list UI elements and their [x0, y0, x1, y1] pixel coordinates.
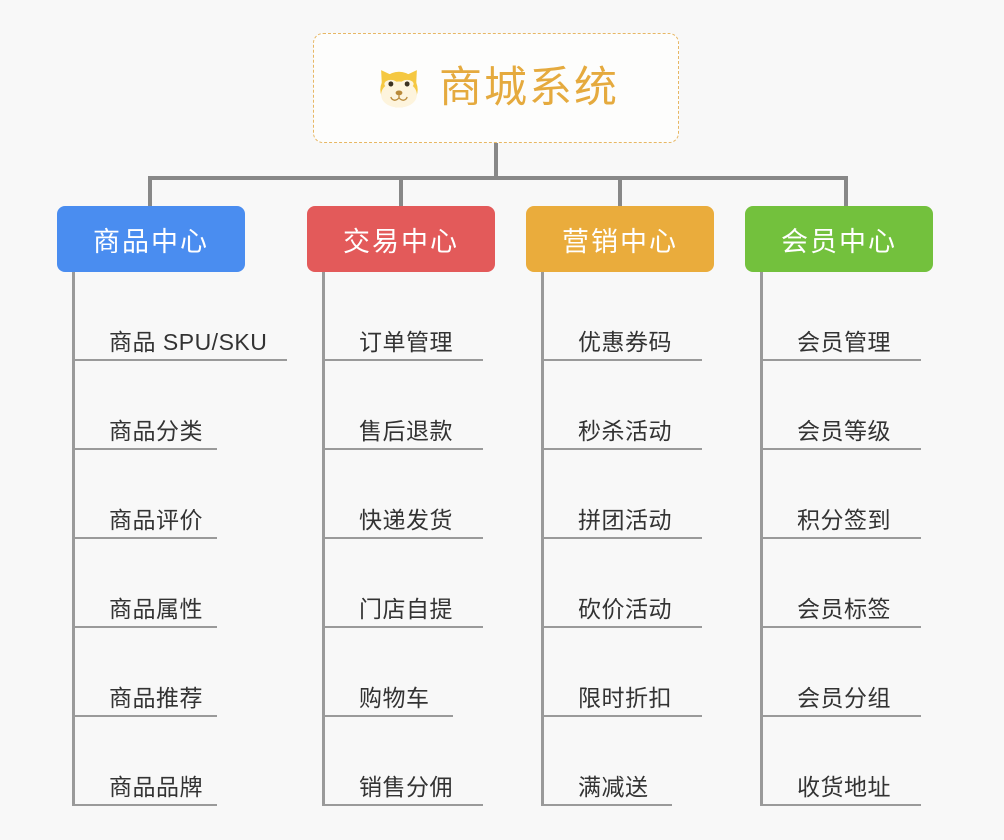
- leaf-label: 秒杀活动: [578, 417, 672, 444]
- leaf-item[interactable]: 满减送: [544, 717, 717, 806]
- leaf-label: 会员标签: [797, 595, 891, 622]
- leaf-item[interactable]: 门店自提: [325, 539, 498, 628]
- leaf-label: 快递发货: [359, 506, 453, 533]
- leaf-label: 商品评价: [109, 506, 203, 533]
- leaf-label: 订单管理: [359, 328, 453, 355]
- leaf-label: 商品属性: [109, 595, 203, 622]
- category-label: 商品中心: [93, 226, 209, 257]
- branch-trade-center: 交易中心 订单管理 售后退款 快递发货 门店自提 购物车 销售分佣: [307, 206, 495, 806]
- branch-product-center: 商品中心 商品 SPU/SKU 商品分类 商品评价 商品属性 商品推荐 商品品牌: [57, 206, 287, 806]
- leaf-item[interactable]: 积分签到: [763, 450, 936, 539]
- leaf-item[interactable]: 商品属性: [75, 539, 248, 628]
- leaf-item[interactable]: 订单管理: [325, 272, 498, 361]
- leaf-item[interactable]: 商品品牌: [75, 717, 248, 806]
- leaf-label: 满减送: [578, 773, 649, 800]
- leaf-item[interactable]: 优惠券码: [544, 272, 717, 361]
- category-box-product-center[interactable]: 商品中心: [57, 206, 245, 272]
- leaf-list-marketing-center: 优惠券码 秒杀活动 拼团活动 砍价活动 限时折扣 满减送: [541, 272, 717, 806]
- leaf-item[interactable]: 秒杀活动: [544, 361, 717, 450]
- connector-root-stem: [494, 143, 498, 179]
- leaf-label: 会员等级: [797, 417, 891, 444]
- leaf-label: 积分签到: [797, 506, 891, 533]
- leaf-label: 拼团活动: [578, 506, 672, 533]
- connector-drop-3: [618, 176, 622, 208]
- category-box-trade-center[interactable]: 交易中心: [307, 206, 495, 272]
- leaf-item[interactable]: 会员分组: [763, 628, 936, 717]
- leaf-item[interactable]: 限时折扣: [544, 628, 717, 717]
- branch-marketing-center: 营销中心 优惠券码 秒杀活动 拼团活动 砍价活动 限时折扣 满减送: [526, 206, 714, 806]
- root-title: 商城系统: [439, 63, 619, 112]
- leaf-item[interactable]: 商品分类: [75, 361, 248, 450]
- leaf-item[interactable]: 会员标签: [763, 539, 936, 628]
- root-node[interactable]: 商城系统: [313, 33, 679, 143]
- category-label: 交易中心: [343, 226, 459, 257]
- leaf-label: 销售分佣: [359, 773, 453, 800]
- leaf-label: 购物车: [359, 684, 430, 711]
- leaf-item[interactable]: 购物车: [325, 628, 498, 717]
- leaf-item[interactable]: 拼团活动: [544, 450, 717, 539]
- leaf-item[interactable]: 收货地址: [763, 717, 936, 806]
- leaf-item[interactable]: 销售分佣: [325, 717, 498, 806]
- leaf-list-product-center: 商品 SPU/SKU 商品分类 商品评价 商品属性 商品推荐 商品品牌: [72, 272, 287, 806]
- leaf-item[interactable]: 商品评价: [75, 450, 248, 539]
- category-label: 会员中心: [781, 226, 897, 257]
- leaf-list-trade-center: 订单管理 售后退款 快递发货 门店自提 购物车 销售分佣: [322, 272, 498, 806]
- leaf-item[interactable]: 会员管理: [763, 272, 936, 361]
- leaf-label: 商品推荐: [109, 684, 203, 711]
- leaf-item[interactable]: 商品推荐: [75, 628, 248, 717]
- leaf-label: 商品 SPU/SKU: [109, 328, 268, 355]
- connector-drop-1: [148, 176, 152, 208]
- connector-drop-4: [844, 176, 848, 208]
- branch-member-center: 会员中心 会员管理 会员等级 积分签到 会员标签 会员分组 收货地址: [745, 206, 933, 806]
- leaf-label: 收货地址: [797, 773, 891, 800]
- leaf-label: 门店自提: [359, 595, 453, 622]
- connector-drop-2: [399, 176, 403, 208]
- dog-face-icon: [373, 62, 425, 114]
- leaf-label: 砍价活动: [578, 595, 672, 622]
- leaf-label: 限时折扣: [578, 684, 672, 711]
- leaf-label: 售后退款: [359, 417, 453, 444]
- category-label: 营销中心: [562, 226, 678, 257]
- leaf-label: 优惠券码: [578, 328, 672, 355]
- leaf-item[interactable]: 售后退款: [325, 361, 498, 450]
- category-box-member-center[interactable]: 会员中心: [745, 206, 933, 272]
- category-box-marketing-center[interactable]: 营销中心: [526, 206, 714, 272]
- leaf-item[interactable]: 快递发货: [325, 450, 498, 539]
- leaf-item[interactable]: 商品 SPU/SKU: [75, 272, 287, 361]
- leaf-item[interactable]: 会员等级: [763, 361, 936, 450]
- leaf-item[interactable]: 砍价活动: [544, 539, 717, 628]
- leaf-label: 商品分类: [109, 417, 203, 444]
- leaf-list-member-center: 会员管理 会员等级 积分签到 会员标签 会员分组 收货地址: [760, 272, 936, 806]
- connector-horizontal-bar: [148, 176, 848, 180]
- leaf-label: 会员分组: [797, 684, 891, 711]
- leaf-label: 会员管理: [797, 328, 891, 355]
- leaf-label: 商品品牌: [109, 773, 203, 800]
